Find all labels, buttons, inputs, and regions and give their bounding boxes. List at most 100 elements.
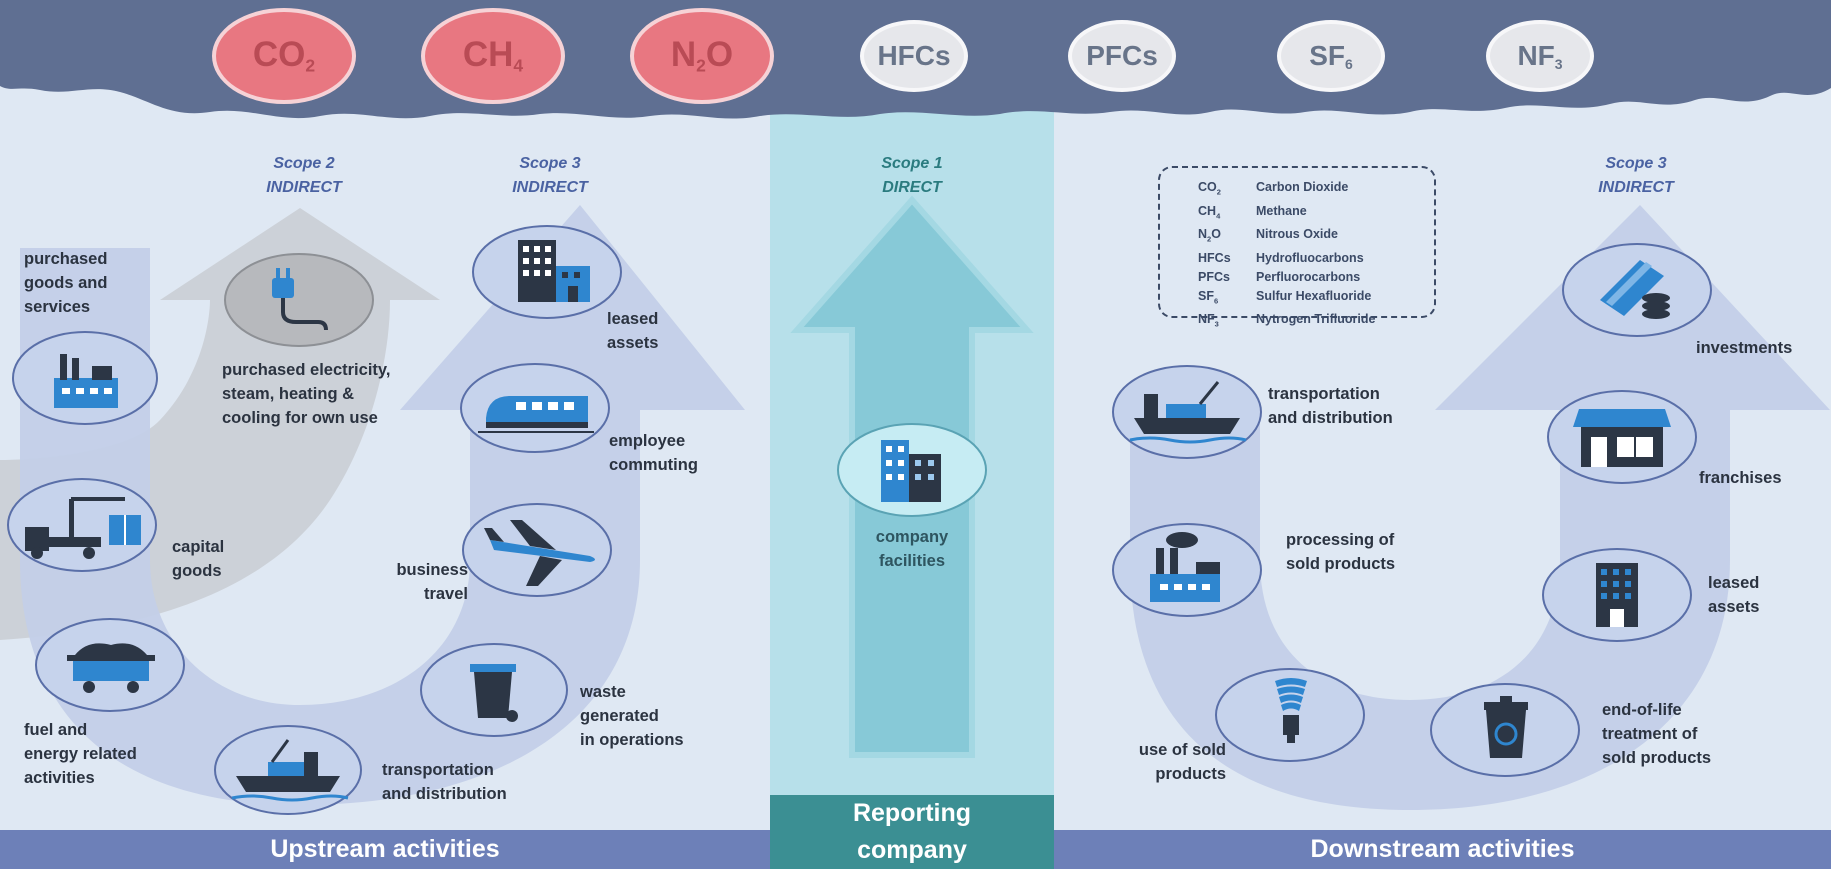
reporting-line1: Reporting [852,799,972,827]
legend-name: Nitrous Oxide [1256,227,1338,241]
business-travel-bubble [462,503,612,597]
scope2-type: INDIRECT [266,179,342,196]
gas-co2-label: CO2 [252,35,316,76]
scope3-upstream-title: Scope 3 [519,155,581,172]
end-of-life-bubble [1430,683,1580,777]
scope2-label: Scope 2 INDIRECT [234,152,374,200]
fuel-energy-bubble [35,618,185,712]
coal-cart-icon [67,643,155,693]
factory-icon [54,354,118,408]
ship-icon [1129,381,1247,444]
electricity-bubble [224,253,374,347]
legend-row-sf6: SF6 Sulfur Hexafluoride [1198,287,1434,311]
reporting-line2: company [857,836,967,864]
scope1-title: Scope 1 [881,155,943,172]
investments-bubble [1562,243,1712,337]
legend-name: Hydrofluocarbons [1256,250,1364,265]
franchises-bubble [1547,390,1697,484]
legend-name: Carbon Dioxide [1256,180,1349,194]
purchased-goods-bubble [12,331,158,425]
money-stack-icon [1600,260,1670,319]
office-building-icon [1596,563,1638,627]
gas-pfcs-label: PFCs [1086,40,1158,71]
gas-nf3: NF3 [1486,20,1594,92]
scope3-downstream-title: Scope 3 [1605,155,1667,172]
company-facilities-bubble [837,423,987,517]
gas-legend: CO2 Carbon Dioxide CH4 Methane N2O Nitrous … [1158,166,1436,329]
gas-sf6: SF6 [1277,20,1385,92]
scope2-title: Scope 2 [273,155,335,172]
gas-ch4: CH4 [421,8,565,104]
lightbulb-icon [1275,678,1307,743]
footer-bar-right [1054,830,1831,869]
legend-name: Sulfur Hexafluoride [1256,288,1372,303]
processing-bubble [1112,523,1262,617]
legend-name: Methane [1256,203,1307,218]
scope3-downstream-type: INDIRECT [1598,179,1674,196]
scope3-downstream-label: Scope 3 INDIRECT [1566,152,1706,200]
scope3-upstream-type: INDIRECT [512,179,588,196]
reporting-company-box: Reporting company [770,795,1054,869]
footer-upstream: Upstream activities [270,835,500,863]
gas-sf6-label: SF6 [1309,39,1353,73]
factory-icon [1150,532,1220,602]
legend-abbr: NF3 [1198,312,1219,329]
waste-bubble [420,643,568,737]
scope1-label: Scope 1 DIRECT [842,152,982,200]
label-investments: investments [1696,339,1793,357]
legend-abbr: SF6 [1198,288,1219,306]
legend-name: Perfluorocarbons [1256,269,1361,284]
footer-downstream: Downstream activities [1310,835,1575,863]
legend-row-pfcs: PFCs Perfluorocarbons [1198,268,1434,287]
gas-ch4-label: CH4 [462,35,524,76]
use-of-sold-products-bubble [1215,668,1365,762]
legend-row-co2: CO2 Carbon Dioxide [1198,178,1434,202]
upstream-u-arrow [20,205,745,805]
legend-row-hfcs: HFCs Hydrofluocarbons [1198,249,1434,268]
truck-crane-icon [25,497,141,559]
upstream-transportation-bubble [214,725,362,815]
gas-hfcs-label: HFCs [877,40,951,71]
legend-abbr: N2O [1198,227,1221,244]
storefront-icon [1573,409,1671,467]
skyscraper-icon [881,440,941,502]
downstream-leased-assets-bubble [1542,548,1692,642]
legend-row-ch4: CH4 Methane [1198,202,1434,226]
gas-n2o-label: N2O [670,35,734,76]
power-plug-icon [272,268,328,331]
legend-abbr: CH4 [1198,203,1221,221]
train-icon [478,396,594,433]
employee-commuting-bubble [460,363,610,453]
trash-bin-icon [470,664,518,722]
legend-abbr: PFCs [1198,269,1230,284]
legend-abbr: HFCs [1198,250,1231,265]
scope1-type: DIRECT [882,179,942,196]
legend-abbr: CO2 [1198,180,1221,197]
airplane-icon [484,520,595,586]
office-building-icon [518,240,590,302]
downstream-transportation-bubble [1112,365,1262,459]
footer-bar-left [0,830,770,869]
label-franchises: franchises [1699,469,1782,487]
ship-icon [231,739,349,802]
gas-n2o: N2O [630,8,774,104]
scope3-upstream-label: Scope 3 INDIRECT [480,152,620,200]
upstream-leased-assets-bubble [472,225,622,319]
gas-pfcs: PFCs [1068,20,1176,92]
